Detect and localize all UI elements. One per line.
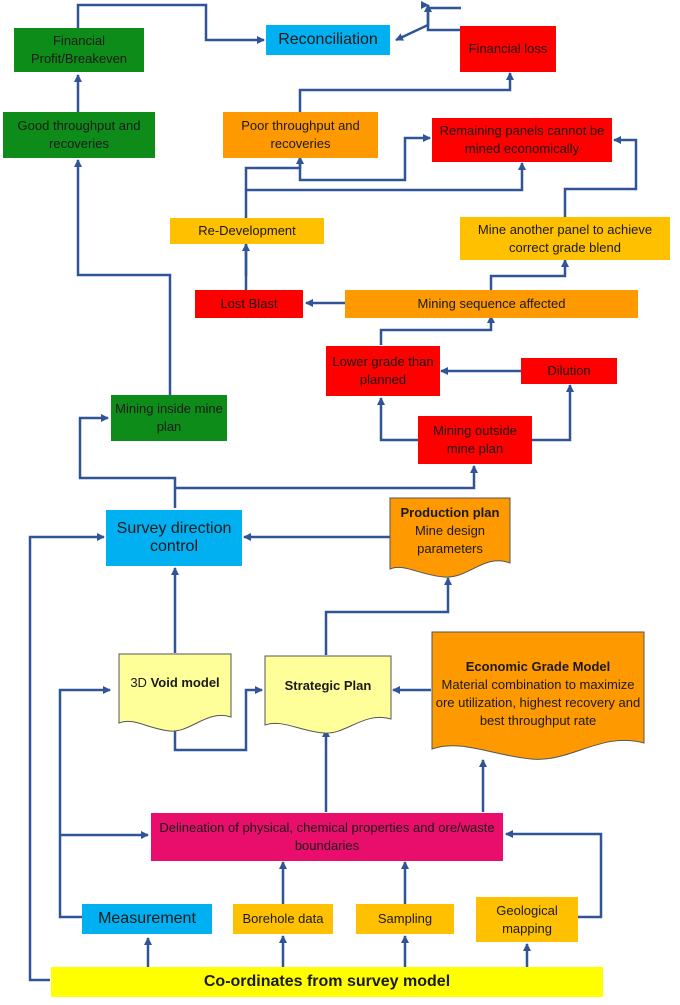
lost-blast-label: Lost Blast — [220, 296, 278, 311]
geological-label: Geological mapping — [496, 902, 558, 936]
arrow-survey-to-outside — [175, 465, 478, 490]
borehole-box: Borehole data — [233, 904, 333, 934]
production-plan-shape — [389, 497, 511, 578]
mining-inside-label: Mining inside mine plan — [115, 401, 223, 434]
remaining-panels-box: Remaining panels cannot be mined economi… — [432, 118, 612, 162]
strategic-plan-shape — [264, 655, 392, 734]
production-plan-body: Mine design parameters — [414, 523, 486, 556]
delineation-box: Delineation of physical, chemical proper… — [151, 813, 503, 861]
financial-loss-label: Financial loss — [468, 41, 548, 56]
arrow-loss-to-reconciliation-2 — [424, 4, 461, 12]
mining-outside-box: Mining outside mine plan — [418, 416, 532, 464]
mining-outside-label: Mining outside mine plan — [433, 423, 517, 456]
arrow-outside-to-lower — [377, 397, 418, 442]
sampling-box: Sampling — [356, 904, 454, 934]
coordinates-label: Co-ordinates from survey model — [203, 973, 451, 990]
arrow-inside-to-good — [74, 159, 172, 395]
good-throughput-label: Good throughput and recoveries — [17, 118, 141, 151]
financial-loss-box: Financial loss — [460, 26, 556, 72]
mine-another-panel-label: Mine another panel to achieve correct gr… — [477, 221, 653, 255]
void-model-bold: Void model — [150, 675, 220, 690]
arrow-lower-to-sequence — [379, 315, 495, 345]
lower-grade-label: Lower grade than planned — [332, 354, 434, 387]
coordinates-box: Co-ordinates from survey model — [51, 967, 603, 997]
arrow-mineanother-to-remaining — [563, 136, 638, 217]
remaining-panels-label: Remaining panels cannot be mined economi… — [439, 123, 605, 156]
arrow-poor-to-loss — [298, 72, 514, 112]
void-model-shape — [118, 653, 232, 732]
measurement-label: Measurement — [98, 910, 196, 927]
economic-model-body: Material combination to maximize ore uti… — [435, 677, 641, 728]
lower-grade-box: Lower grade than planned — [326, 346, 440, 396]
arrow-profit-to-reconciliation — [76, 3, 265, 44]
economic-model-title: Economic Grade Model — [465, 659, 611, 674]
economic-model-shape — [431, 631, 645, 760]
financial-profit-box: Financial Profit/Breakeven — [14, 28, 144, 72]
arrow-outside-to-dilution — [532, 384, 574, 442]
dilution-label: Dilution — [547, 363, 591, 378]
void-model-box: 3D Void model — [118, 655, 232, 711]
void-model-label: 3D Void model — [130, 674, 219, 692]
mine-another-panel-box: Mine another panel to achieve correct gr… — [460, 217, 670, 260]
poor-throughput-box: Poor throughput and recoveries — [223, 112, 378, 158]
measurement-box: Measurement — [82, 904, 212, 934]
arrow-measurement-to-void — [58, 686, 111, 919]
survey-direction-box: Survey direction control — [106, 510, 242, 566]
delineation-label: Delineation of physical, chemical proper… — [159, 820, 495, 853]
lost-blast-box: Lost Blast — [195, 290, 303, 318]
borehole-label: Borehole data — [242, 911, 324, 926]
strategic-plan-label: Strategic Plan — [284, 678, 372, 693]
poor-throughput-label: Poor throughput and recoveries — [241, 118, 360, 151]
arrow-poor-to-remaining — [298, 134, 431, 182]
arrow-coordinates-to-survey — [28, 533, 105, 982]
reconciliation-label: Reconciliation — [278, 31, 378, 48]
arrow-strategic-to-production — [324, 577, 452, 655]
survey-direction-label: Survey direction control — [116, 520, 232, 555]
arrow-geological-to-delineation — [505, 830, 603, 919]
economic-model-box: Economic Grade Model Material combinatio… — [431, 656, 645, 732]
production-plan-box: Production plan Mine design parameters — [389, 502, 511, 560]
production-plan-title: Production plan — [400, 505, 500, 520]
reconciliation-box: Reconciliation — [266, 25, 390, 55]
strategic-plan-box: Strategic Plan — [264, 658, 392, 714]
void-model-prefix: 3D — [130, 675, 147, 690]
geological-box: Geological mapping — [476, 897, 578, 942]
re-development-label: Re-Development — [198, 223, 296, 238]
good-throughput-box: Good throughput and recoveries — [3, 112, 155, 158]
sampling-label: Sampling — [377, 911, 433, 926]
re-development-box: Re-Development — [170, 218, 324, 244]
arrow-void-to-strategic — [173, 686, 263, 752]
mining-inside-box: Mining inside mine plan — [111, 395, 227, 441]
financial-profit-label: Financial Profit/Breakeven — [30, 33, 128, 66]
arrow-loss-to-reconciliation-3 — [395, 5, 430, 42]
mining-sequence-label: Mining sequence affected — [417, 296, 566, 311]
arrow-sequence-to-mineanother — [489, 259, 569, 290]
dilution-box: Dilution — [521, 358, 617, 384]
arrow-lost-to-poor — [244, 156, 304, 190]
mining-sequence-box: Mining sequence affected — [345, 290, 638, 318]
